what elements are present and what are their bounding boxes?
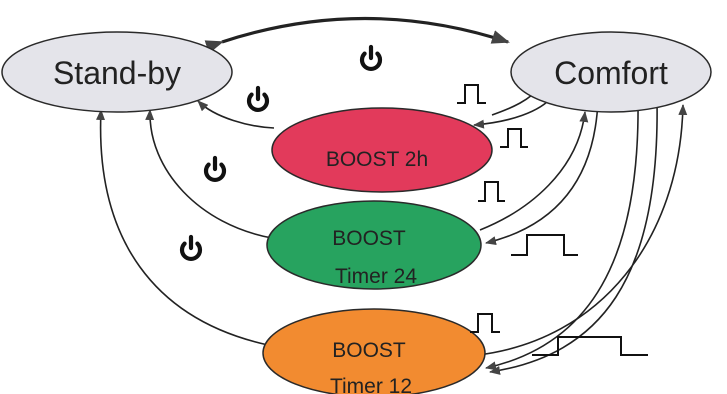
boost12-label-line1: BOOST [332,339,406,362]
power-icon [203,155,227,182]
boost24-label-line1: BOOST [332,227,406,250]
state-standby[interactable]: Stand-by [1,31,233,113]
edge-comfort-boost12-b [489,99,658,375]
long-pulse-icon [511,234,578,256]
boost12-shape [262,308,486,394]
power-icon [179,234,203,261]
state-comfort[interactable]: Comfort [510,31,712,113]
power-icon [246,85,270,112]
power-icon [359,44,383,71]
edge-boost24-standby [145,109,273,239]
state-boost-timer-24[interactable]: BOOST Timer 24 [266,200,482,290]
edge-comfort-boost24 [485,99,599,246]
long-pulse-icon [532,336,648,356]
edge-boost12-comfort [477,104,688,356]
edge-comfort-boost12-a [485,99,639,371]
short-pulse-icon [457,84,486,104]
edge-boost24-comfort [479,111,589,231]
short-pulse-icon [470,313,500,333]
boost2h-label: BOOST 2h [326,148,428,171]
boost2h-shape [271,107,493,193]
short-pulse-icon [500,128,528,148]
edge-boost12-standby [96,109,269,346]
comfort-label: Comfort [554,55,668,91]
standby-label: Stand-by [53,55,181,91]
edge-standby-comfort [204,16,510,54]
edge-boost2h-standby [197,100,275,129]
short-pulse-icon [478,181,505,202]
standby-shape [1,31,233,113]
comfort-shape [510,31,712,113]
boost12-label-line2: Timer 12 [330,375,412,394]
boost24-shape [266,200,482,290]
state-boost-2h[interactable]: BOOST 2h [271,107,493,193]
state-boost-timer-12[interactable]: BOOST Timer 12 [262,308,486,394]
boost24-label-line2: Timer 24 [335,265,417,288]
